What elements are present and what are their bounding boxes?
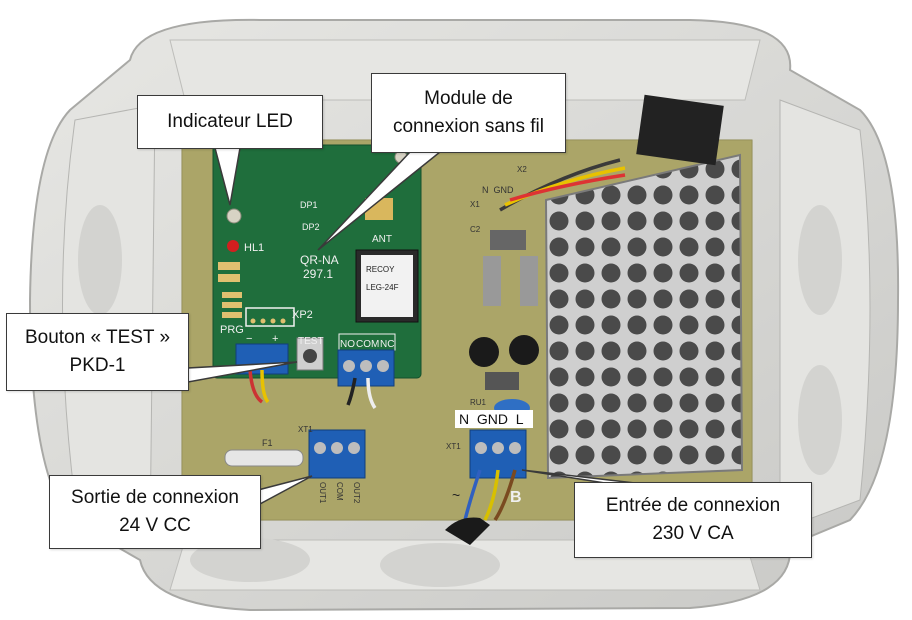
label-prg: PRG [220,324,244,336]
label-f1: F1 [262,438,273,448]
callout-wireless-line-1: Module de [424,88,513,109]
label-qr-na: QR-NA [300,253,339,267]
callout-led-indicator: Indicateur LED [137,95,323,149]
callout-input-line-1: Entrée de connexion [605,495,781,516]
label-xt1-in: XT1 [446,442,461,451]
callout-test-line-1: Bouton « TEST » [24,327,171,348]
label-dp1: DP1 [300,200,318,210]
label-com: COM [356,339,379,350]
board-silkscreen: HL1 PRG XP2 DP1 DP2 ANT QR-NA 297.1 TEST… [220,165,533,506]
callout-wireless-module: Module de connexion sans fil [371,73,566,153]
callout-output-line-2: 24 V CC [119,515,191,536]
label-n-gnd-l: N GND L [459,411,524,427]
label-test: TEST [298,336,324,347]
label-ngnd-small: N GND [482,185,514,195]
label-out1: OUT1 [318,482,327,504]
label-x1: X1 [470,200,480,209]
callout-output-line-1: Sortie de connexion [71,487,239,508]
label-relay-model: LEG-24F [366,283,399,292]
label-ru1: RU1 [470,398,487,407]
callout-input-line-2: 230 V CA [652,523,734,544]
callout-test-button: Bouton « TEST » PKD-1 [6,313,189,391]
label-qr-num: 297.1 [303,267,333,281]
label-hl1: HL1 [244,242,264,254]
label-tilde: ~ [452,487,460,503]
callout-pointers [187,147,636,507]
label-ant: ANT [372,234,392,245]
callout-wireless-line-2: connexion sans fil [392,116,545,137]
label-no: NO [340,339,355,350]
label-plus: + [272,333,278,345]
callout-test-line-2: PKD-1 [69,355,126,376]
callout-led-line-1: Indicateur LED [167,111,293,132]
label-x2: X2 [517,165,527,174]
callout-output-connection: Sortie de connexion 24 V CC [49,475,261,549]
label-xt1-out: XT1 [298,425,313,434]
label-b: B [510,489,522,506]
label-com-out: COM [335,482,344,501]
label-out2: OUT2 [352,482,361,504]
fuse [224,449,304,467]
label-dp2: DP2 [302,222,320,232]
label-c2: C2 [470,225,481,234]
label-xp2: XP2 [292,309,313,321]
label-relay-brand: RECOY [366,265,395,274]
label-minus: − [246,333,252,345]
wires [248,158,626,521]
callout-input-connection: Entrée de connexion 230 V CA [574,482,812,558]
label-nc: NC [380,339,394,350]
led-hl1 [227,240,239,252]
power-supply-cage [544,94,744,480]
